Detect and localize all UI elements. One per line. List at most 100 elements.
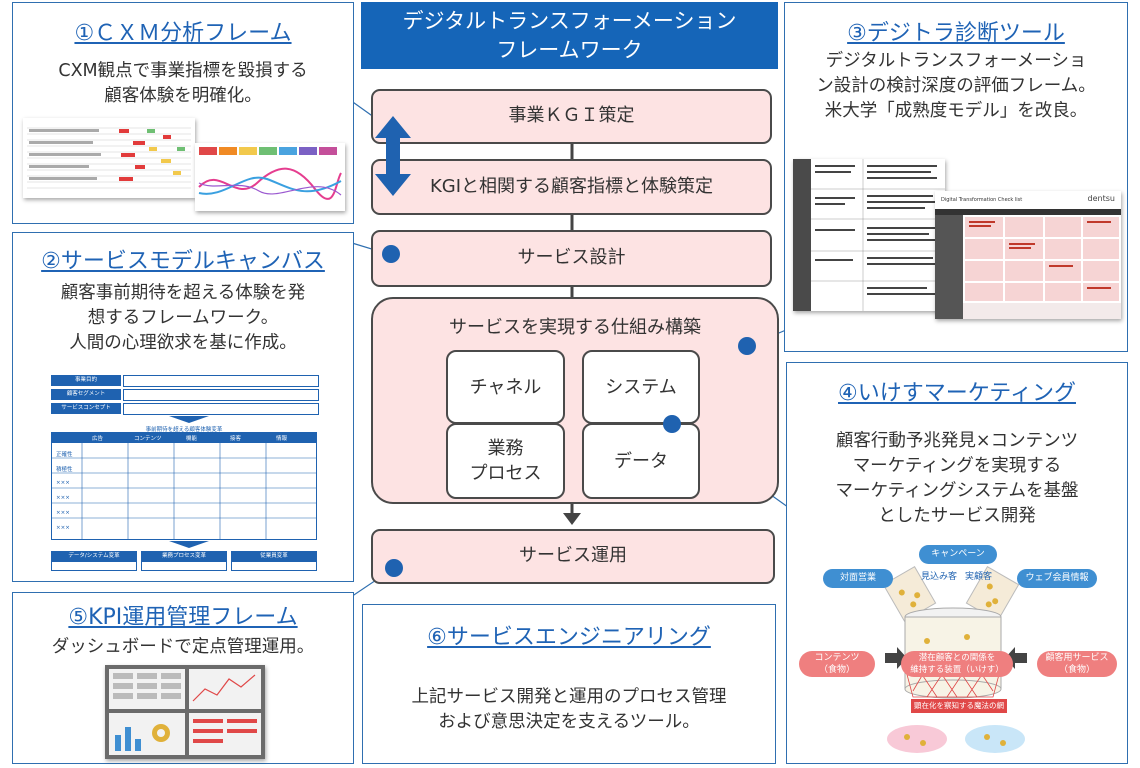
double-arrow-icon [375, 116, 411, 196]
panel-service-canvas-title[interactable]: ②サービスモデルキャンバス [41, 249, 325, 274]
ikesu-service-pill: 顧客用サービス （食物） [1037, 651, 1117, 677]
process-label-1: 業務 [487, 438, 524, 459]
panel-digitra-desc-3: 米大学「成熟度モデル」を改良。 [824, 101, 1088, 121]
canvas-table-title: 事前期待を超える顧客体験変革 [145, 427, 223, 433]
panel-digitra-title[interactable]: ③デジトラ診断ツール [847, 21, 1065, 46]
panel-ikesu-title[interactable]: ④いけすマーケティング [838, 381, 1076, 406]
data-box: データ [582, 423, 700, 499]
ikesu-actual-label: 実顧客 [965, 572, 993, 582]
dot-system [663, 415, 681, 433]
canvas-row-c: ××× [56, 480, 70, 486]
panel-service-engineering-title[interactable]: ⑥サービスエンジニアリング [427, 625, 711, 650]
dot-service-design [382, 245, 400, 263]
ikesu-net-label: 顕在化を察知する魔法の網 [911, 699, 1007, 713]
service-canvas-thumbnail: 事業目的 顧客セグメント サービスコンセプト 事前期待を超える顧客体験変革 広告… [51, 375, 319, 573]
panel-ikesu-desc-1: 顧客行動予兆発見×コンテンツ [835, 431, 1079, 451]
digitra-sheet-thumbnail: Digital Transformation Check list dentsu [935, 191, 1121, 319]
panel-service-canvas-desc-3: 人間の心理欲求を基に作成。 [69, 333, 297, 353]
panel-digitra: ③デジトラ診断ツール デジタルトランスフォーメーショ ン設計の検討深度の評価フレ… [784, 2, 1128, 352]
panel-cxm-desc: CXM観点で事業指標を毀損する 顧客体験を明確化。 [13, 59, 353, 109]
panel-cxm-desc-1: CXM観点で事業指標を毀損する [58, 61, 308, 81]
panel-ikesu-desc-2: マーケティングを実現する [852, 456, 1062, 476]
panel-cxm-desc-2: 顧客体験を明確化。 [104, 86, 262, 106]
header-box: デジタルトランスフォーメーション フレームワーク [361, 2, 778, 69]
build-title: サービスを実現する仕組み構築 [449, 317, 701, 338]
service-design-label: サービス設計 [517, 247, 626, 268]
panel-service-engineering-desc-2: および意思決定を支えるツール。 [438, 712, 700, 732]
ikesu-face-pill: 対面営業 [823, 569, 893, 588]
panel-ikesu-desc-3: マーケティングシステムを基盤 [835, 481, 1079, 501]
data-label: データ [614, 450, 668, 472]
ikesu-campaign-pill: キャンペーン [919, 545, 997, 564]
dot-build [738, 337, 756, 355]
canvas-row-b: 積極性 [56, 467, 73, 473]
canvas-row1-label: 事業目的 [51, 375, 121, 386]
panel-ikesu-desc: 顧客行動予兆発見×コンテンツ マーケティングを実現する マーケティングシステムを… [787, 429, 1127, 529]
panel-service-canvas: ②サービスモデルキャンバス 顧客事前期待を超える体験を発 想するフレームワーク。… [12, 232, 354, 582]
kgi-box: 事業ＫＧＩ策定 [371, 89, 772, 144]
ikesu-contents-l2: （食物） [818, 665, 855, 675]
panel-cxm: ①ＣＸＭ分析フレーム CXM観点で事業指標を毀損する 顧客体験を明確化。 [12, 2, 354, 224]
dot-operation [385, 559, 403, 577]
service-design-box: サービス設計 [371, 230, 772, 287]
digitra-sheet-title: Digital Transformation Check list [941, 197, 1023, 203]
panel-service-engineering: ⑥サービスエンジニアリング 上記サービス開発と運用のプロセス管理 および意思決定… [362, 604, 776, 764]
digitra-checklist-thumbnail [793, 159, 945, 311]
panel-service-canvas-desc: 顧客事前期待を超える体験を発 想するフレームワーク。 人間の心理欲求を基に作成。 [13, 281, 353, 356]
canvas-row3-label: サービスコンセプト [51, 403, 121, 414]
panel-service-engineering-desc: 上記サービス開発と運用のプロセス管理 および意思決定を支えるツール。 [363, 685, 775, 735]
ikesu-keep-pill: 潜在顧客との関係を 維持する装置（いけす） [901, 651, 1013, 677]
header-line1: デジタルトランスフォーメーション [402, 9, 737, 33]
channel-box: チャネル [446, 350, 565, 424]
panel-kpi-desc: ダッシュボードで定点管理運用。 [13, 635, 353, 660]
header-line2: フレームワーク [496, 38, 643, 62]
canvas-bottom-1: データ/システム変革 [51, 551, 137, 561]
customer-kpi-label: KGIと相関する顧客指標と体験策定 [429, 176, 714, 197]
kgi-label: 事業ＫＧＩ策定 [508, 105, 635, 126]
canvas-col-5: 情報 [276, 436, 288, 442]
canvas-table: 広告 コンテンツ 機能 接客 情報 正確性 積極性 ××× ××× ××× ××… [51, 432, 317, 540]
canvas-row-d: ××× [56, 495, 70, 501]
panel-digitra-desc: デジタルトランスフォーメーショ ン設計の検討深度の評価フレーム。 米大学「成熟度… [785, 49, 1127, 124]
ikesu-prospect-label: 見込み客 [921, 572, 958, 582]
panel-ikesu-desc-4: としたサービス開発 [878, 506, 1036, 526]
ikesu-keep-l2: 維持する装置（いけす） [910, 665, 1004, 675]
panel-service-canvas-desc-1: 顧客事前期待を超える体験を発 [60, 283, 306, 303]
ikesu-service-l1: 顧客用サービス [1045, 653, 1109, 663]
canvas-bottom-2: 業務プロセス変革 [141, 551, 227, 561]
system-label: システム [605, 376, 677, 398]
canvas-bottom-3: 従業員変革 [231, 551, 317, 561]
ikesu-web-pill: ウェブ会員情報 [1017, 569, 1097, 588]
panel-service-canvas-desc-2: 想するフレームワーク。 [87, 308, 279, 328]
panel-kpi-title[interactable]: ⑤KPI運用管理フレーム [68, 605, 298, 630]
kpi-dashboard-thumbnail [105, 665, 265, 759]
panel-digitra-desc-1: デジタルトランスフォーメーショ [825, 51, 1087, 71]
dentsu-logo: dentsu [1087, 194, 1115, 203]
canvas-col-1: 広告 [92, 436, 104, 442]
ikesu-keep-l1: 潜在顧客との関係を [918, 653, 996, 663]
channel-label: チャネル [469, 376, 542, 398]
panel-kpi-desc-1: ダッシュボードで定点管理運用。 [51, 637, 315, 657]
cxm-journey-thumbnail [195, 143, 345, 211]
process-box: 業務 プロセス [446, 423, 565, 499]
system-box: システム [582, 350, 700, 424]
canvas-col-4: 接客 [230, 436, 242, 442]
canvas-row-a: 正確性 [56, 452, 73, 458]
canvas-row-e: ××× [56, 510, 70, 516]
customer-kpi-box: KGIと相関する顧客指標と体験策定 [371, 159, 772, 215]
canvas-col-3: 機能 [186, 436, 198, 442]
panel-cxm-title[interactable]: ①ＣＸＭ分析フレーム [74, 21, 292, 46]
operation-label: サービス運用 [519, 545, 627, 566]
panel-kpi: ⑤KPI運用管理フレーム ダッシュボードで定点管理運用。 [12, 592, 354, 764]
flow-arrow-down [563, 513, 581, 525]
canvas-row2-label: 顧客セグメント [51, 389, 121, 400]
process-label-2: プロセス [469, 463, 542, 484]
ikesu-service-l2: （食物） [1058, 665, 1095, 675]
cxm-table-thumbnail [23, 118, 195, 198]
operation-box: サービス運用 [371, 529, 775, 584]
canvas-col-2: コンテンツ [134, 436, 162, 442]
panel-service-engineering-desc-1: 上記サービス開発と運用のプロセス管理 [411, 687, 727, 707]
panel-digitra-desc-2: ン設計の検討深度の評価フレーム。 [816, 76, 1096, 96]
panel-ikesu: ④いけすマーケティング 顧客行動予兆発見×コンテンツ マーケティングを実現する … [786, 362, 1128, 764]
ikesu-contents-pill: コンテンツ （食物） [799, 651, 875, 677]
